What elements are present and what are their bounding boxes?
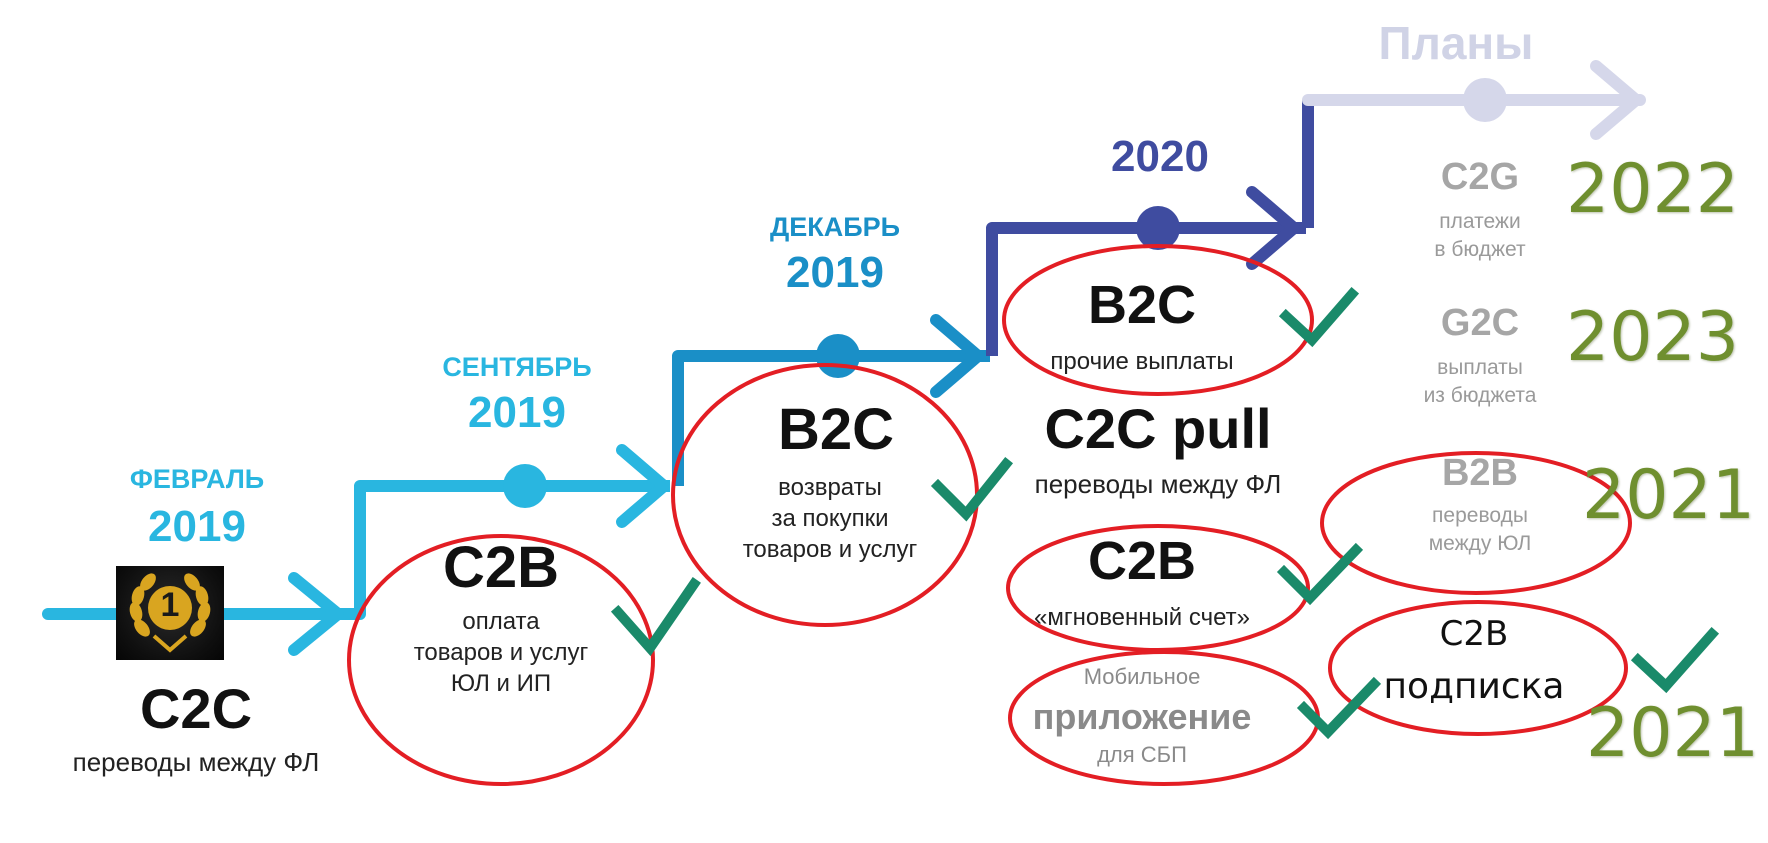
plan-c2g-desc-line: платежи — [1439, 210, 1521, 233]
stage-3-dot — [816, 334, 860, 378]
stage-2-month: СЕНТЯБРЬ — [442, 352, 592, 382]
stage-1-code: C2C — [139, 677, 253, 740]
check-icon — [610, 577, 701, 657]
check-icon — [1296, 676, 1382, 740]
stage-1-month: ФЕВРАЛЬ — [129, 464, 265, 494]
plan-b2b-desc-line: между ЮЛ — [1428, 532, 1532, 556]
plan-b2b-desc-line: переводы — [1432, 504, 1528, 527]
stage-4-app-desc: для СБП — [1097, 742, 1187, 767]
highlight-ellipse-b2b — [1320, 451, 1632, 595]
stage-2-desc-line: товаров и услуг — [413, 639, 589, 667]
stage-4-year: 2020 — [1111, 132, 1209, 181]
stage-2-dot — [503, 464, 547, 508]
stage-2-code: C2B — [442, 535, 560, 600]
check-icon — [1630, 626, 1720, 694]
plan-c2g-desc: платежи в бюджет — [1434, 208, 1525, 265]
stage-3-desc: возвраты за покупки товаров и услуг — [743, 472, 918, 566]
stage-2-year: 2019 — [468, 388, 566, 437]
plan-c2g-desc-line: в бюджет — [1434, 238, 1526, 262]
plan-g2c-desc-line: выплаты — [1437, 356, 1523, 379]
plan-g2c-desc: выплаты из бюджета — [1424, 354, 1537, 411]
stage-2-desc-line: ЮЛ и ИП — [450, 670, 552, 698]
plan-c2b-subscription-year: 2021 — [1586, 694, 1760, 773]
stage-3-path — [986, 100, 1314, 356]
plan-b2b-code: B2B — [1441, 452, 1519, 494]
plan-b2b-year: 2021 — [1582, 456, 1756, 535]
highlight-ellipse-c2b-instant — [1006, 524, 1310, 652]
stage-3-desc-line: за покупки — [771, 505, 889, 533]
plans-title: Планы — [1378, 17, 1534, 69]
stage-4-app-code: приложение — [1032, 696, 1252, 737]
stage-4-b2c-desc: прочие выплаты — [1050, 348, 1234, 375]
highlight-ellipse-c2b — [347, 534, 655, 786]
stage-3-year: 2019 — [786, 248, 884, 297]
stage-1-year: 2019 — [148, 502, 246, 551]
plan-c2g-code: C2G — [1440, 156, 1520, 198]
stage-4-c2b-code: C2B — [1087, 531, 1197, 591]
medal-number: 1 — [160, 586, 180, 624]
plan-g2c-year: 2023 — [1566, 298, 1740, 377]
stage-4-dot — [1136, 206, 1180, 250]
stage-1-desc: переводы между ФЛ — [72, 747, 320, 777]
stage-4-c2c-pull-code: C2C pull — [1044, 397, 1272, 460]
highlight-ellipse-b2c-payouts — [1002, 244, 1314, 396]
stage-2-desc-line: оплата — [462, 608, 540, 635]
plan-c2g-year: 2022 — [1566, 150, 1740, 229]
plan-g2c-code: G2C — [1440, 302, 1520, 344]
stage-3-month: ДЕКАБРЬ — [769, 212, 901, 242]
plan-c2b-subscription-code: C2B — [1439, 614, 1509, 654]
plan-b2b-desc: переводы между ЮЛ — [1429, 502, 1532, 559]
highlight-ellipse-c2b-subscription — [1328, 600, 1628, 736]
check-icon — [1276, 542, 1364, 606]
check-icon — [1278, 286, 1360, 348]
stage-2-desc: оплата товаров и услуг ЮЛ и ИП — [414, 606, 589, 700]
stage-4-app-top: Мобильное — [1083, 664, 1201, 689]
stage-3-desc-line: возвраты — [778, 474, 882, 501]
plan-c2b-subscription-desc: подписка — [1383, 666, 1565, 707]
plans-path — [1302, 60, 1646, 140]
stage-4-c2b-desc: «мгновенный счет» — [1034, 604, 1250, 631]
stage-3-code: B2C — [777, 397, 895, 462]
stage-3-desc-line: товаров и услуг — [742, 536, 918, 564]
check-icon — [930, 456, 1014, 522]
plan-g2c-desc-line: из бюджета — [1423, 384, 1537, 408]
plans-dot — [1463, 78, 1507, 122]
stage-4-c2c-pull-desc: переводы между ФЛ — [1034, 469, 1282, 499]
stage-4-b2c-code: B2C — [1087, 275, 1197, 335]
first-place-medal-icon: 1 — [116, 566, 224, 660]
